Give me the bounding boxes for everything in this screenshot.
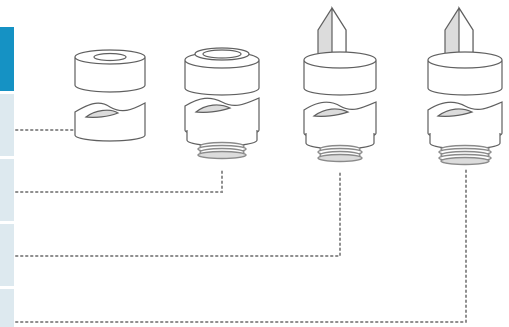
top-ring-part <box>74 49 146 93</box>
assembly-2 <box>184 47 260 160</box>
pointed-tip-part <box>303 5 377 96</box>
assembly-1 <box>74 49 146 142</box>
assembly-4 <box>427 5 503 166</box>
thread-stack <box>197 141 247 160</box>
thread-stack <box>438 144 492 166</box>
thread-stack <box>317 144 363 163</box>
leader-line-3 <box>15 171 341 257</box>
side-tab-4[interactable] <box>0 224 14 286</box>
side-tab-2[interactable] <box>0 94 14 156</box>
thread-ring <box>317 153 363 163</box>
pointed-tip-part <box>427 5 503 96</box>
side-tab-5[interactable] <box>0 289 14 327</box>
thread-ring <box>440 156 490 166</box>
side-tab-1[interactable] <box>0 27 14 91</box>
cut-base-part <box>427 101 503 150</box>
cut-base-part <box>184 97 260 147</box>
thread-ring <box>197 150 247 160</box>
leader-line-2 <box>15 169 223 193</box>
cut-base-part <box>74 101 146 142</box>
side-tab-3[interactable] <box>0 159 14 221</box>
top-flange-ring-part <box>184 47 260 96</box>
assembly-3 <box>303 5 377 163</box>
leader-lines <box>15 129 467 323</box>
leader-line-4 <box>15 169 467 323</box>
cut-base-part <box>303 101 377 150</box>
